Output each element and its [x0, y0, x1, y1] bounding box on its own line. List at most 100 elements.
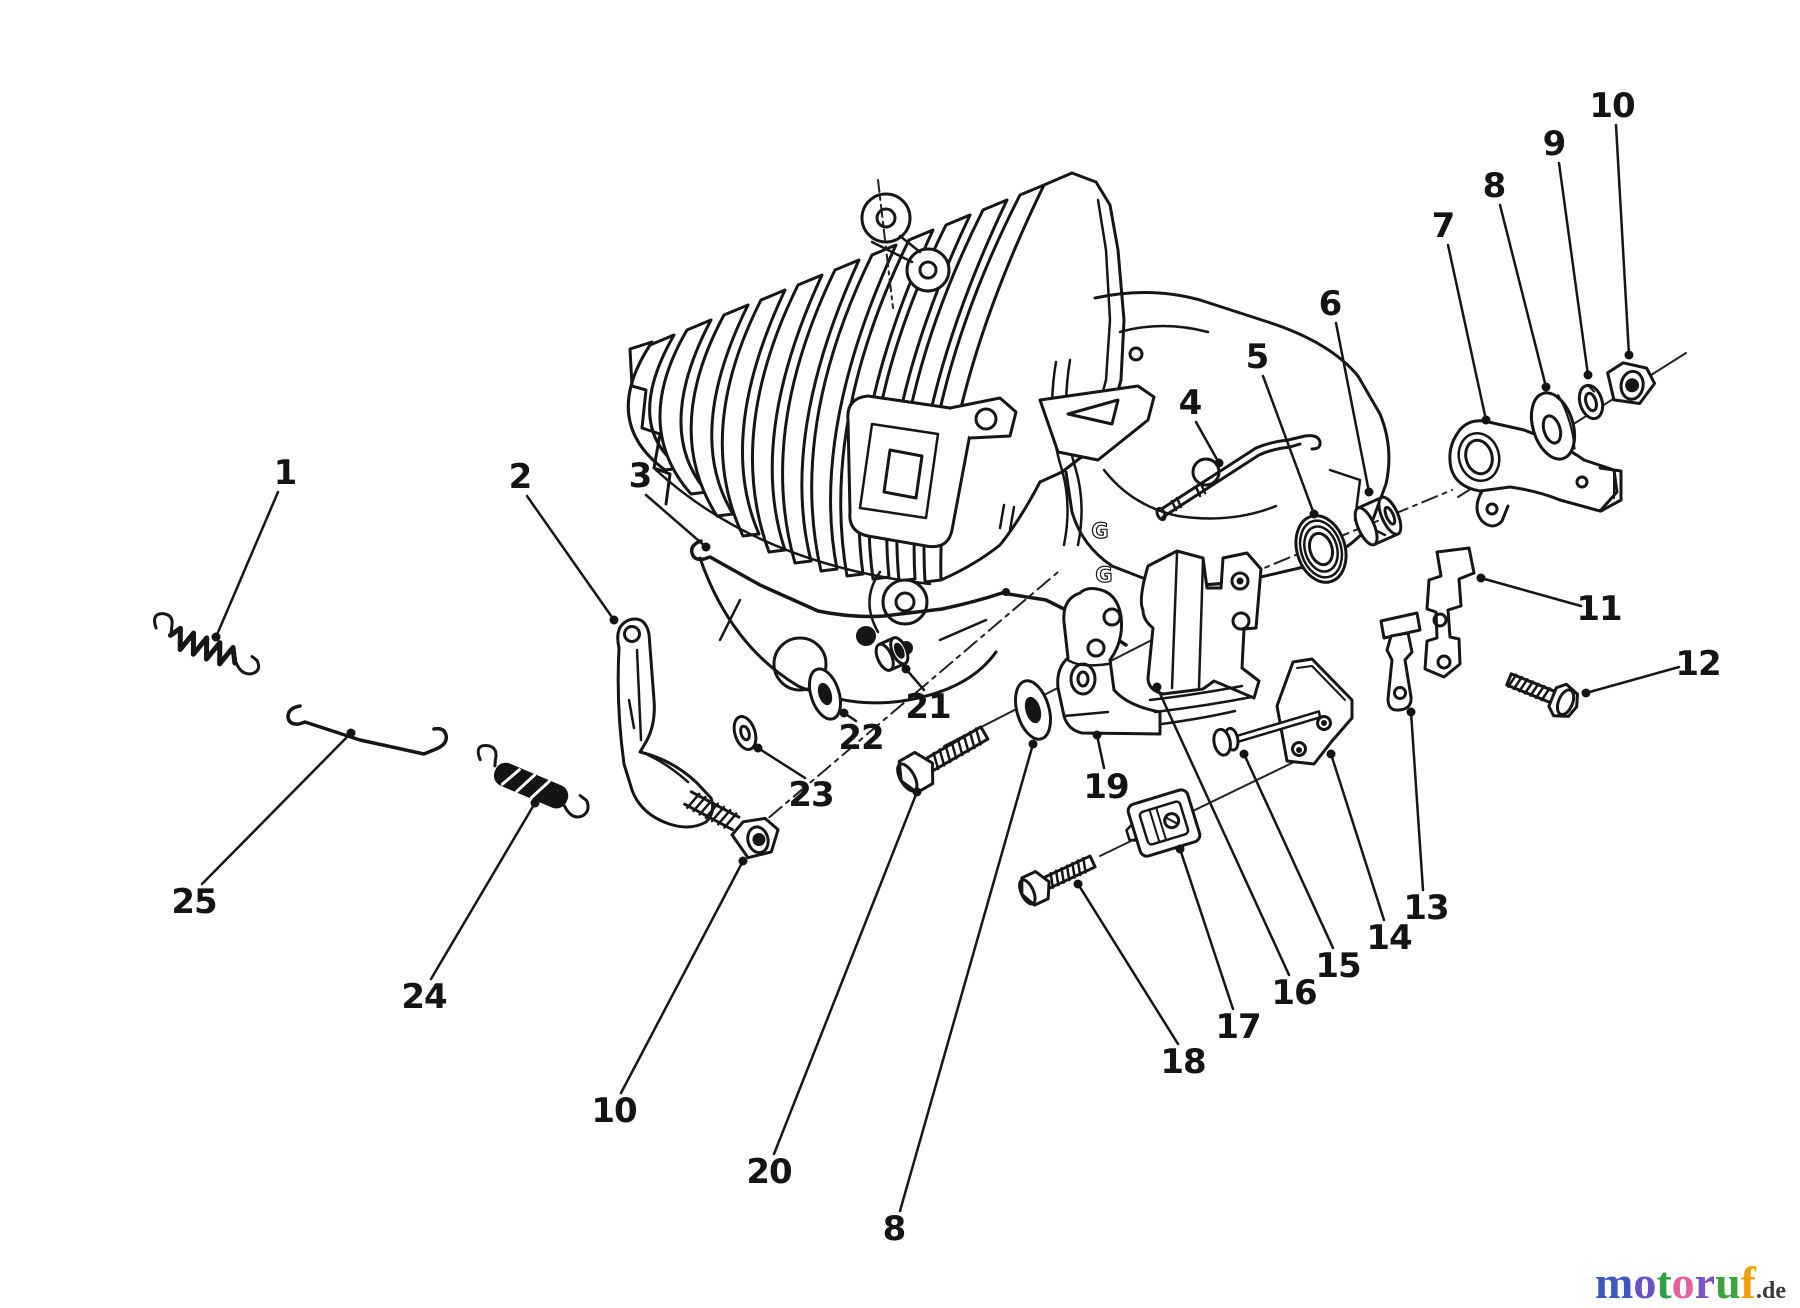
- assembly-axis-line: [877, 179, 894, 309]
- lever-big-hole-inner: [1076, 670, 1090, 688]
- leader-line-10: [1614, 123, 1631, 357]
- leader-dot-11: [1476, 573, 1486, 583]
- leader-line-14: [1329, 752, 1386, 922]
- pin-head: [1212, 727, 1232, 757]
- part-label-10b: 10: [591, 1091, 637, 1131]
- logo-letter: t: [1656, 1257, 1672, 1308]
- washer-hole: [1024, 696, 1042, 724]
- leader-line-23: [756, 746, 807, 780]
- lever-hole: [1086, 638, 1106, 658]
- washer-rim-arc: [1557, 394, 1576, 450]
- intake-port: [881, 578, 929, 626]
- bushing-hole: [1383, 505, 1397, 526]
- part-label-15: 15: [1315, 946, 1360, 986]
- logo-suffix: .de: [1756, 1278, 1786, 1304]
- stud-threads: [686, 792, 738, 829]
- tab-hole: [1485, 502, 1499, 516]
- boss-circle: [860, 192, 912, 244]
- block-screw-slot: [1165, 817, 1178, 825]
- assembly-axis-line: [1244, 489, 1453, 577]
- part-9-lock-washer: [1577, 383, 1605, 421]
- part-8-flat-washer: [1529, 391, 1577, 461]
- elbow-flange-outline: [846, 394, 972, 549]
- part-label-10: 10: [1589, 86, 1635, 126]
- side-tab-hole: [974, 407, 998, 431]
- bracket-fold-line: [1170, 551, 1205, 690]
- washer-outer: [732, 715, 758, 751]
- washer-outer: [1529, 391, 1577, 461]
- block-screw: [1163, 812, 1181, 830]
- part-8b-washer: [1014, 679, 1052, 741]
- leader-dot-5: [1309, 509, 1319, 519]
- part-label-16: 16: [1271, 973, 1316, 1013]
- leader-dot-25: [346, 728, 356, 738]
- part-21-bushing: [874, 636, 910, 672]
- bolt-threads: [932, 727, 982, 771]
- head-outline: [1038, 171, 1126, 484]
- fin-block-bottom-edge: [654, 468, 932, 586]
- part-15-pivot-pin: [1212, 710, 1322, 757]
- plate-hole: [1291, 741, 1307, 757]
- leader-line-25: [200, 731, 353, 886]
- leader-line-21: [904, 667, 926, 692]
- logo-letter: o: [1671, 1257, 1695, 1308]
- leader-line-7: [1446, 243, 1488, 422]
- leader-line-13: [1409, 710, 1425, 892]
- part-label-25: 25: [171, 882, 216, 922]
- leader-dot-10: [1624, 350, 1634, 360]
- washer-hole: [1584, 391, 1598, 413]
- lever-detail: [627, 648, 690, 784]
- leader-dot-18: [1073, 879, 1083, 889]
- block-inner: [1138, 800, 1190, 846]
- leader-line-6: [1334, 321, 1371, 494]
- spring-hook: [563, 794, 590, 819]
- crank-boss: [772, 636, 828, 692]
- bracket-hole: [1230, 571, 1250, 591]
- leader-line-19: [1095, 733, 1106, 770]
- part-label-8b: 8: [883, 1209, 906, 1249]
- washer-split: [1586, 384, 1596, 393]
- fin-block-left-edge: [628, 340, 672, 506]
- bracket-lower-tab: [1475, 489, 1510, 528]
- part-label-23: 23: [788, 775, 833, 815]
- bracket-hole: [1436, 654, 1452, 670]
- leader-lines-layer: [200, 123, 1681, 1213]
- leader-line-15: [1242, 752, 1335, 950]
- top-pivot-bracket: [1038, 384, 1156, 462]
- part-5-seal-ring: [1294, 514, 1348, 584]
- push-tube: [1050, 358, 1083, 547]
- leader-dot-16: [1152, 682, 1162, 692]
- part-label-1: 1: [274, 453, 297, 493]
- nut-face: [746, 825, 770, 855]
- nut-face: [1619, 369, 1645, 401]
- boss-circle: [905, 247, 951, 293]
- leader-line-8: [1498, 203, 1548, 389]
- part-label-6: 6: [1319, 284, 1342, 324]
- seal-hole: [1307, 531, 1335, 567]
- head-lower-edge: [939, 480, 1042, 582]
- leader-line-17: [1178, 847, 1235, 1011]
- part-dot: [1321, 720, 1327, 726]
- leader-dot-17: [1175, 844, 1185, 854]
- bushing-side: [1356, 495, 1400, 547]
- part-label-12: 12: [1675, 644, 1720, 684]
- bushing-face: [1377, 495, 1403, 536]
- part-label-18: 18: [1160, 1042, 1205, 1082]
- engine-cylinder-fins: [626, 183, 1046, 586]
- part-1-governor-spring: [153, 612, 261, 676]
- spring-coil: [167, 625, 238, 667]
- lever-hole: [1102, 607, 1122, 627]
- part-label-17: 17: [1215, 1007, 1260, 1047]
- screw-threads: [1506, 673, 1551, 702]
- leader-line-4: [1194, 420, 1221, 465]
- leader-dot-6: [1364, 487, 1374, 497]
- part-label-9: 9: [1543, 124, 1566, 164]
- leader-dot-15: [1239, 749, 1249, 759]
- part-label-14: 14: [1366, 918, 1412, 958]
- part-25-governor-rod-wire: [286, 704, 449, 756]
- leader-dot-24: [530, 798, 540, 808]
- rod-outline: [1158, 434, 1307, 519]
- plate-hole: [1316, 715, 1332, 731]
- leader-dot-19: [1092, 730, 1102, 740]
